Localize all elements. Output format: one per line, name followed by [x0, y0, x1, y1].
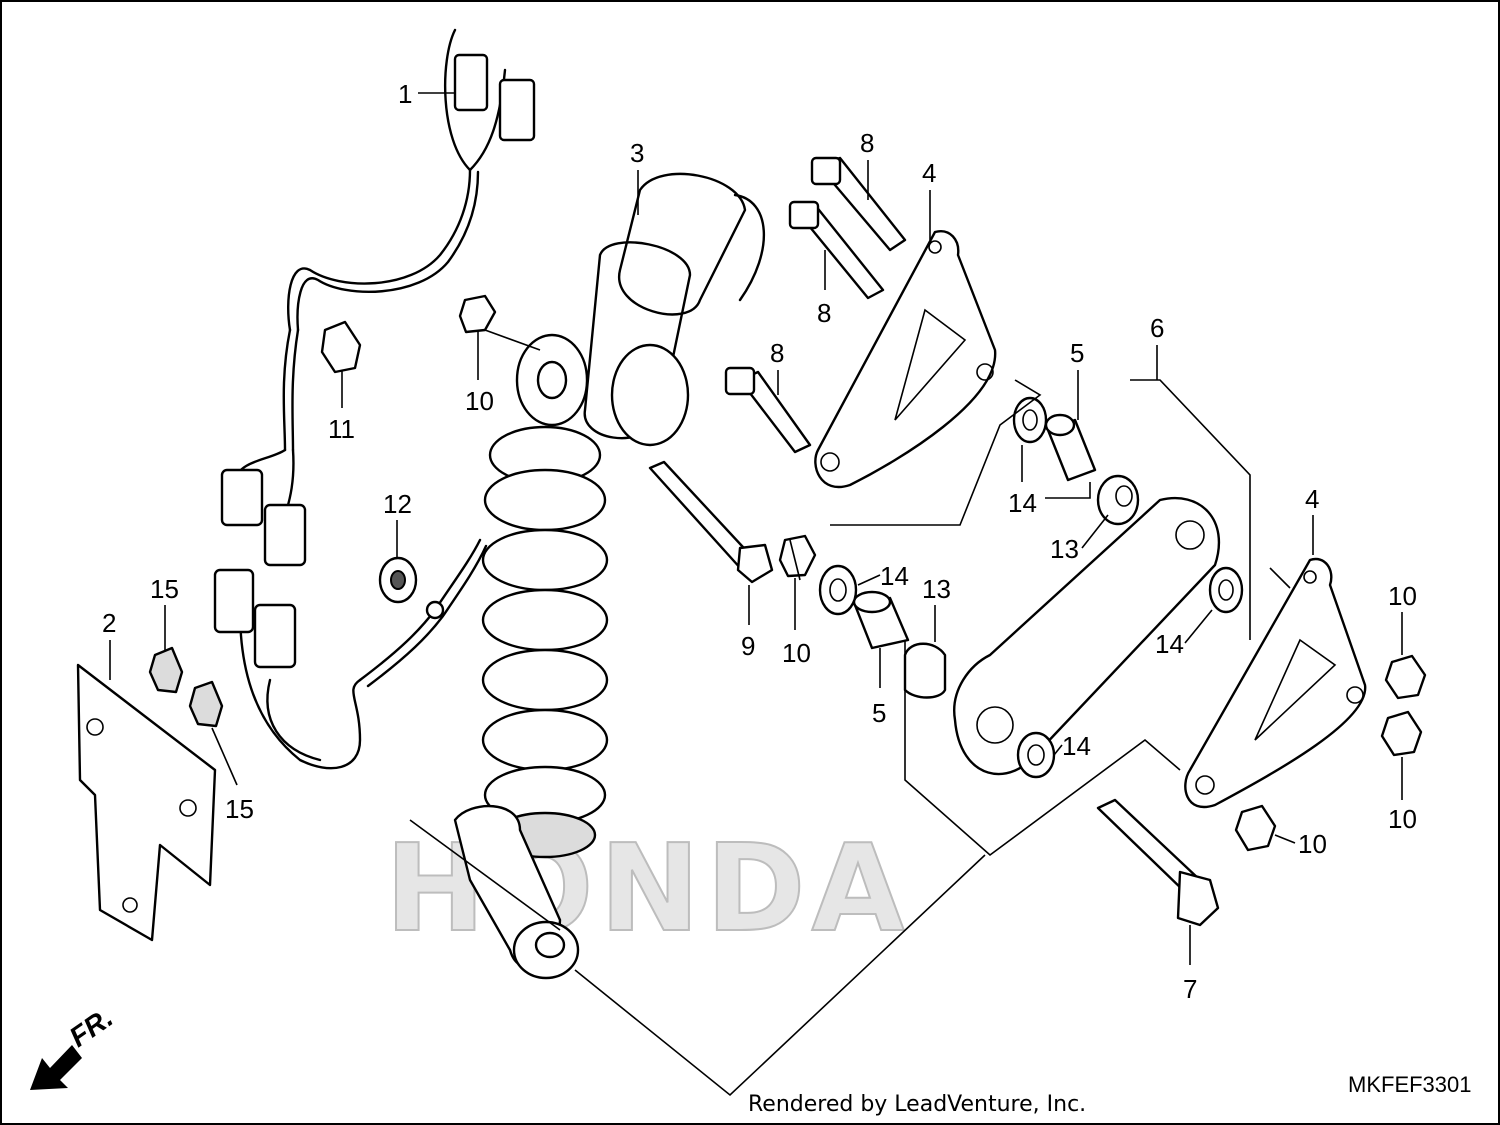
callout-15-upper: 15: [150, 574, 179, 604]
nut-10-center[interactable]: [778, 534, 817, 578]
front-direction-arrow: FR.: [30, 1002, 118, 1090]
seal-14-upper[interactable]: [1012, 396, 1048, 444]
cushion-bracket-upper[interactable]: [814, 230, 997, 489]
callout-labels: 1 2 3 4 4 5 5 6 7 8 8 8 9 10 10 10 10 10…: [102, 79, 1417, 1004]
callout-9: 9: [741, 631, 755, 661]
callout-7: 7: [1183, 974, 1197, 1004]
nut-12[interactable]: [378, 556, 418, 604]
callout-13-lower: 13: [922, 574, 951, 604]
callout-6: 6: [1150, 313, 1164, 343]
callout-1: 1: [398, 79, 412, 109]
bearing-13-lower[interactable]: [903, 642, 947, 699]
cushion-connecting-rod[interactable]: [953, 497, 1221, 776]
callout-10-shock: 10: [465, 386, 494, 416]
callout-12: 12: [383, 489, 412, 519]
bolt-8-upper[interactable]: [810, 156, 907, 252]
seal-14-right[interactable]: [1208, 566, 1244, 614]
nut-10-right-upper[interactable]: [1384, 654, 1427, 700]
seal-14-mid[interactable]: [818, 564, 858, 616]
bolt-9[interactable]: [648, 460, 774, 584]
callout-5-upper: 5: [1070, 338, 1084, 368]
assembly-bracket-lines: [409, 329, 1291, 1097]
bracket-plate[interactable]: [76, 663, 217, 942]
bolt-8-middle[interactable]: [788, 200, 885, 300]
callout-8-middle: 8: [817, 298, 831, 328]
callout-14-mid: 14: [880, 561, 909, 591]
callout-10-center: 10: [782, 638, 811, 668]
callout-5-lower: 5: [872, 698, 886, 728]
callout-2: 2: [102, 608, 116, 638]
callout-14-right: 14: [1155, 629, 1184, 659]
callout-10-bottom: 10: [1298, 829, 1327, 859]
callout-10-right-upper: 10: [1388, 581, 1417, 611]
rear-shock-absorber[interactable]: [453, 172, 766, 980]
nut-10-right-lower[interactable]: [1380, 710, 1423, 757]
callout-3: 3: [630, 138, 644, 168]
callout-13-upper: 13: [1050, 534, 1079, 564]
bolt-8-lower[interactable]: [724, 366, 812, 454]
bolt-7[interactable]: [1096, 798, 1220, 927]
nut-10-bottom[interactable]: [1234, 804, 1277, 852]
collar-5-lower[interactable]: [852, 590, 910, 650]
nut-10-shock-top[interactable]: [458, 294, 497, 334]
grommet-15-upper[interactable]: [148, 646, 184, 694]
callout-11: 11: [328, 414, 355, 444]
grommet-15-lower[interactable]: [188, 680, 224, 728]
callout-14-bottom: 14: [1062, 731, 1091, 761]
cushion-bracket-lower[interactable]: [1184, 557, 1367, 809]
callout-4-upper: 4: [922, 158, 936, 188]
seal-14-bottom[interactable]: [1016, 731, 1056, 779]
callout-8-left: 8: [770, 338, 784, 368]
callout-4-lower: 4: [1305, 484, 1319, 514]
render-credit: Rendered by LeadVenture, Inc.: [748, 1092, 1087, 1117]
callout-15-lower: 15: [225, 794, 254, 824]
callout-14-upper: 14: [1008, 488, 1037, 518]
bearing-13-upper[interactable]: [1096, 474, 1140, 526]
collar-5-upper[interactable]: [1044, 413, 1097, 482]
diagram-code: MKFEF3301: [1348, 1072, 1472, 1097]
callout-8-top: 8: [860, 128, 874, 158]
wire-harness[interactable]: [213, 28, 536, 770]
clip-11[interactable]: [320, 320, 362, 374]
leader-lines: [109, 92, 1403, 965]
callout-10-right-lower: 10: [1388, 804, 1417, 834]
